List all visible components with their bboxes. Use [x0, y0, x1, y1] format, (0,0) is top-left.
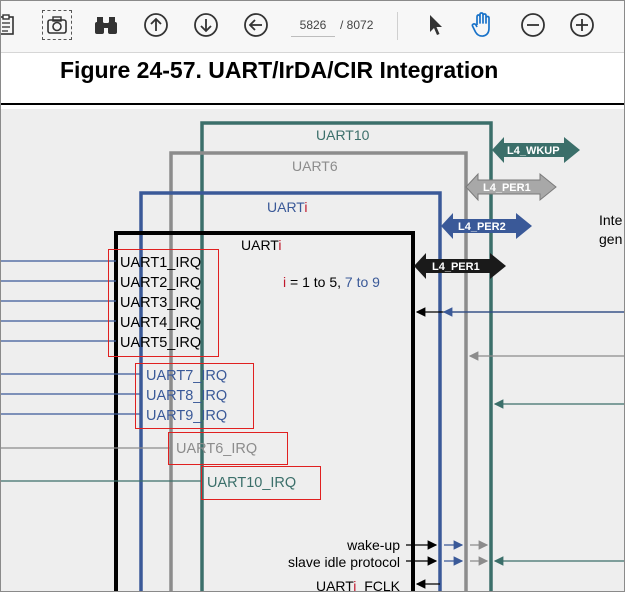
l4-per1-gray-label: L4_PER1: [483, 182, 531, 194]
find-binoculars-icon[interactable]: [91, 10, 121, 40]
l4-per1-gray-arrow: [465, 172, 557, 202]
irq-label: UART8_IRQ: [146, 388, 227, 404]
l4-per1-black-label: L4_PER1: [432, 261, 480, 273]
uart-integration-diagram: UART10 UART6 UARTi UARTi L4_WKUP L4_PER1…: [0, 121, 625, 592]
page-number-input[interactable]: [291, 14, 335, 37]
hand-tool-icon[interactable]: [468, 10, 498, 40]
uarti-inner-label: UARTi: [241, 237, 281, 253]
page-total: / 8072: [340, 18, 374, 32]
zoom-in-icon[interactable]: [567, 10, 597, 40]
irq-uart6-label: UART6_IRQ: [176, 441, 257, 457]
uart10-module-frame: [200, 121, 493, 592]
uart10-label: UART10: [316, 127, 370, 143]
next-page-icon[interactable]: [191, 10, 221, 40]
irq-uart10-highlight: [201, 466, 321, 500]
irq-label: UART4_IRQ: [120, 315, 201, 331]
irq-label: UART9_IRQ: [146, 408, 227, 424]
irq-label: UART1_IRQ: [120, 255, 201, 271]
l4-wkup-arrow: [492, 137, 580, 163]
back-view-icon[interactable]: [241, 10, 271, 40]
irq-group-b-highlight: [135, 363, 254, 429]
l4-per2-arrow: [441, 213, 532, 239]
uarti-outer-module-frame: [139, 191, 442, 592]
l4-per1-black-arrow: [414, 253, 506, 279]
figure-title: Figure 24-57. UART/IrDA/CIR Integration: [60, 57, 499, 83]
toolbar-divider: [397, 12, 398, 40]
zoom-out-icon[interactable]: [518, 10, 548, 40]
wakeup-label: wake-up: [346, 537, 400, 553]
pdf-toolbar: / 8072: [0, 0, 625, 53]
fclk-label: UARTi_FCLK: [316, 578, 401, 592]
irq-label: UART2_IRQ: [120, 275, 201, 291]
index-note: i = 1 to 5, 7 to 9: [283, 274, 380, 290]
side-text-line-1: Inte: [599, 212, 623, 228]
l4-per2-label: L4_PER2: [458, 221, 506, 233]
side-text-line-2: gen: [599, 231, 622, 247]
irq-uart10-label: UART10_IRQ: [207, 475, 296, 491]
l4-wkup-label: L4_WKUP: [507, 145, 560, 157]
uart6-label: UART6: [292, 158, 338, 174]
irq-label: UART5_IRQ: [120, 335, 201, 351]
uart6-module-frame: [169, 151, 468, 592]
irq-label: UART3_IRQ: [120, 295, 201, 311]
previous-page-icon[interactable]: [141, 10, 171, 40]
irq-group-a-highlight: [108, 249, 219, 357]
select-pointer-icon[interactable]: [420, 10, 450, 40]
clipboard-icon[interactable]: [0, 10, 22, 40]
snapshot-camera-icon[interactable]: [42, 10, 72, 40]
slave-idle-label: slave idle protocol: [288, 554, 400, 570]
irq-label: UART7_IRQ: [146, 368, 227, 384]
document-page[interactable]: Figure 24-57. UART/IrDA/CIR Integration: [0, 53, 625, 592]
uarti-inner-module-frame: [114, 231, 415, 592]
uarti-outer-label: UARTi: [267, 199, 307, 215]
irq-uart6-highlight: [168, 432, 288, 465]
title-divider: [0, 103, 625, 105]
